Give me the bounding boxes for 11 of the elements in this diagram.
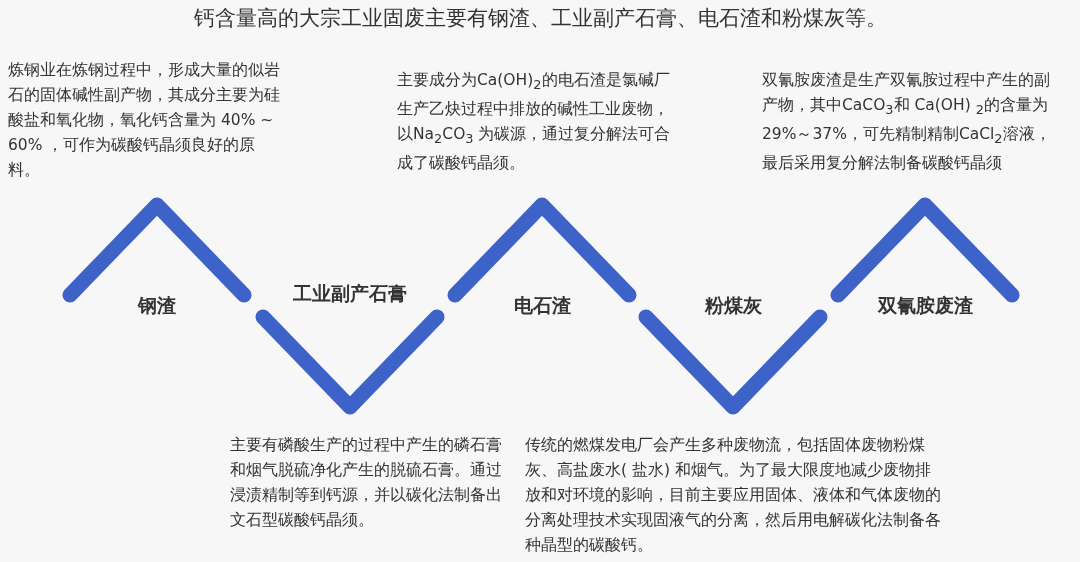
description-text: 双氰胺废渣是生产双氰胺过程中产生的副产物，其中CaCO$_{3}$和 Ca(OH) $_{2}$的含量为 29%～37%，可先精制精制CaCl$_{2}$溶液，最后采用复分解法制备碳酸钙晶须 (762, 70, 1052, 175)
description-text: 传统的燃煤发电厂会产生多种废物流，包括固体废物粉煤灰、高盐废水( 盐水) 和烟气。为了最大限度地减少废物排放和对环境的影响，目前主要应用固体、液体和气体废物的分离处理技术实现固液气的分离，然后用电解碳化法制备各种晶型的碳酸钙。 (525, 435, 942, 556)
description-text: 炼钢业在炼钢过程中，形成大量的似岩石的固体碱性副产物，其成分主要为硅酸盐和氧化物，氧化钙含量为 40% ~ 60% ，可作为碳酸钙晶须良好的原料。 (8, 60, 281, 181)
description-text: 主要成分为Ca(OH)$_{2}$的电石渣是氯碱厂生产乙炔过程中排放的碱性工业废物，以Na$_{2}$CO$_{3}$ 为碳源，通过复分解法可合成了碳酸钙晶须。 (397, 70, 672, 175)
category-label: 粉煤灰 (703, 293, 763, 318)
category-label: 电石渣 (512, 293, 572, 318)
category-label: 双氰胺废渣 (876, 293, 974, 318)
title: 钙含量高的大宗工业固废主要有钢渣、工业副产石膏、电石渣和粉煤灰等。 (192, 5, 888, 32)
category-label: 工业副产石膏 (292, 281, 408, 306)
category-label: 钢渣 (136, 293, 177, 318)
description-text: 主要有磷酸生产的过程中产生的磷石膏和烟气脱硫净化产生的脱硫石膏。通过浸渍精制等到钙源，并以碳化法制备出文石型碳酸钙晶须。 (230, 435, 503, 531)
